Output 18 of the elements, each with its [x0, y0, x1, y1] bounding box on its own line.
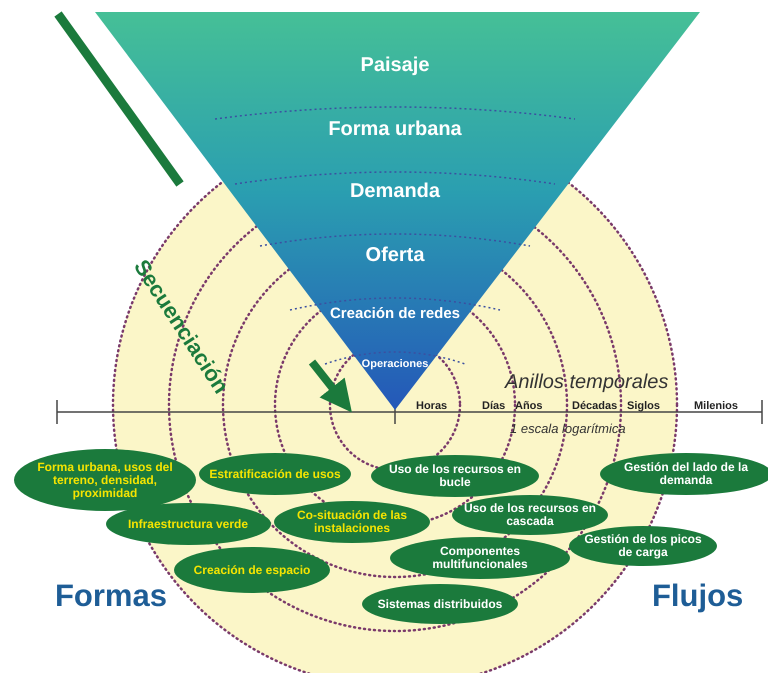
axis-title: Anillos temporales [505, 371, 668, 394]
level-label: Operaciones [362, 358, 428, 370]
side-label: Flujos [652, 578, 744, 614]
axis-tick-label: Siglos [627, 400, 660, 412]
side-label: Formas [55, 578, 167, 614]
oval-node: Gestión de los picos de carga [569, 526, 717, 566]
axis-note: 1 escala logarítmica [510, 421, 626, 436]
axis-tick-label: Días [482, 400, 506, 412]
level-label: Demanda [350, 180, 440, 203]
level-label: Forma urbana [328, 118, 462, 141]
axis-tick-label: Años [515, 400, 542, 412]
axis-tick-label: Milenios [694, 400, 738, 412]
oval-node: Forma urbana, usos del terreno, densidad, proximidad [14, 449, 196, 511]
level-label: Oferta [366, 244, 424, 267]
level-label: Creación de redes [330, 305, 460, 322]
level-label: Paisaje [360, 54, 430, 77]
axis-tick-label: Horas [416, 400, 448, 412]
axis-tick-label: Décadas [572, 400, 618, 412]
